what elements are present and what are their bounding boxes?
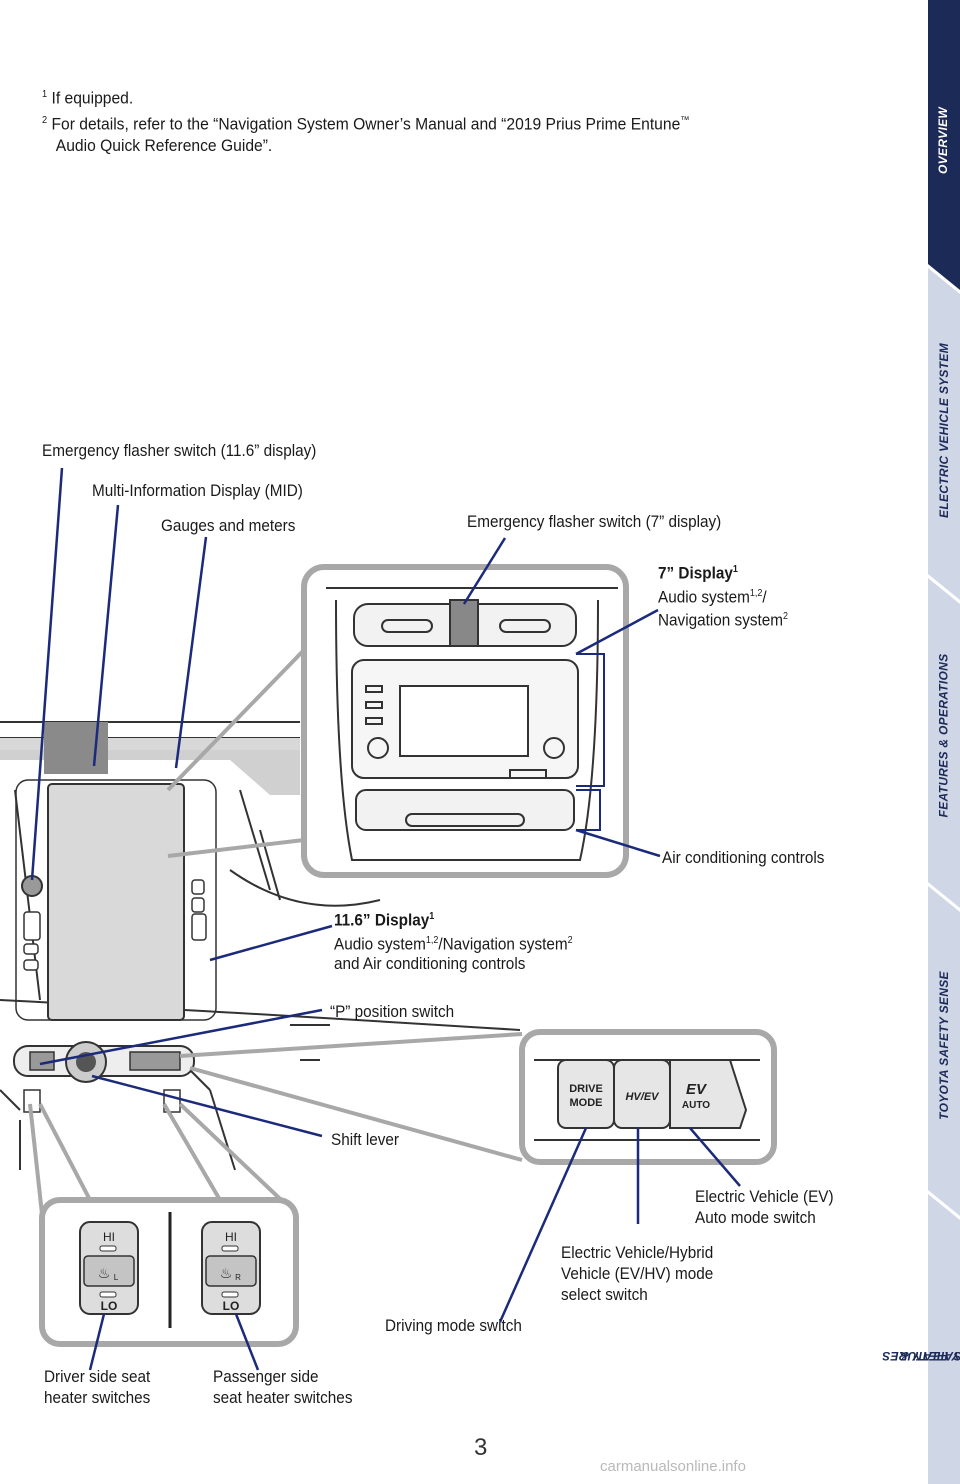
- label-drive-mode: Driving mode switch: [385, 1316, 522, 1335]
- seat-heater-icon-right: ♨: [220, 1265, 233, 1281]
- label-flasher-11: Emergency flasher switch (11.6” display): [42, 441, 317, 460]
- dash-hood: [0, 750, 300, 795]
- label-mid: Multi-Information Display (MID): [92, 481, 303, 500]
- dashboard-illustration: DRIVE MODE HV/EV EV AUTO HI LO L ♨ HI LO…: [0, 467, 777, 1371]
- label-p-switch: “P” position switch: [330, 1002, 455, 1021]
- svg-text:LO: LO: [101, 1299, 118, 1313]
- sidebar-tabs: [928, 0, 960, 1484]
- tab-safety-emergency[interactable]: SAFETY &EMERGENCY FEATURES: [882, 1348, 960, 1363]
- tab-bg-safety: [928, 1194, 960, 1484]
- label-flasher-7: Emergency flasher switch (7” display): [467, 512, 722, 531]
- label-shift-lever: Shift lever: [331, 1130, 400, 1149]
- tab-bg-overview: [928, 0, 960, 290]
- watermark: carmanualsonline.info: [600, 1458, 746, 1475]
- label-11-display: 11.6” Display1 Audio system1,2/Navigatio…: [334, 910, 573, 974]
- label-gauges: Gauges and meters: [161, 516, 296, 535]
- passenger-seat-switch[interactable]: [201, 1221, 261, 1315]
- tab-toyota-safety-sense[interactable]: TOYOTA SAFETY SENSE: [936, 970, 951, 1120]
- footnote-2-cont: Audio Quick Reference Guide”.: [55, 136, 273, 156]
- hvev-button[interactable]: HV/EV: [625, 1091, 660, 1103]
- ev-auto-button-l1[interactable]: EV: [686, 1081, 708, 1098]
- label-driver-seat: Driver side seat heater switches: [44, 1367, 151, 1407]
- svg-text:HI: HI: [225, 1230, 237, 1244]
- leader-lines: [30, 467, 741, 1371]
- tab-overview[interactable]: OVERVIEW: [936, 106, 951, 174]
- tab-bg-tss: [928, 886, 960, 1216]
- label-ac-controls: Air conditioning controls: [662, 848, 825, 867]
- label-passenger-seat: Passenger side seat heater switches: [213, 1367, 353, 1407]
- tab-features-operations[interactable]: FEATURES & OPERATIONS: [936, 653, 951, 817]
- label-evhv: Electric Vehicle/Hybrid Vehicle (EV/HV) …: [561, 1243, 714, 1304]
- label-7-display: 7” Display1 Audio system1,2/ Navigation …: [658, 563, 789, 630]
- label-ev-auto: Electric Vehicle (EV) Auto mode switch: [695, 1187, 834, 1227]
- footnote-2: 2 For details, refer to the “Navigation …: [42, 114, 690, 134]
- drive-mode-button-l2[interactable]: MODE: [570, 1097, 603, 1109]
- svg-text:L: L: [114, 1273, 119, 1282]
- section-sidebar: OVERVIEW ELECTRIC VEHICLE SYSTEM FEATURE…: [882, 0, 960, 1484]
- svg-text:LO: LO: [223, 1299, 240, 1313]
- display-11-6: [47, 783, 185, 1021]
- tab-electric-vehicle-system[interactable]: ELECTRIC VEHICLE SYSTEM: [936, 342, 951, 518]
- footnote-1: 1 If equipped.: [42, 88, 134, 108]
- svg-text:HI: HI: [103, 1230, 115, 1244]
- footnotes: 1 If equipped. 2 For details, refer to t…: [42, 84, 815, 157]
- tab-bg-ev: [928, 268, 960, 600]
- page-number: 3: [474, 1434, 488, 1461]
- svg-text:R: R: [235, 1273, 241, 1282]
- drive-mode-button-l1[interactable]: DRIVE: [569, 1083, 603, 1095]
- driver-seat-switch[interactable]: [79, 1221, 139, 1315]
- ev-auto-button-l2[interactable]: AUTO: [682, 1100, 710, 1111]
- seat-heater-icon-left: ♨: [98, 1265, 111, 1281]
- tab-bg-features: [928, 578, 960, 908]
